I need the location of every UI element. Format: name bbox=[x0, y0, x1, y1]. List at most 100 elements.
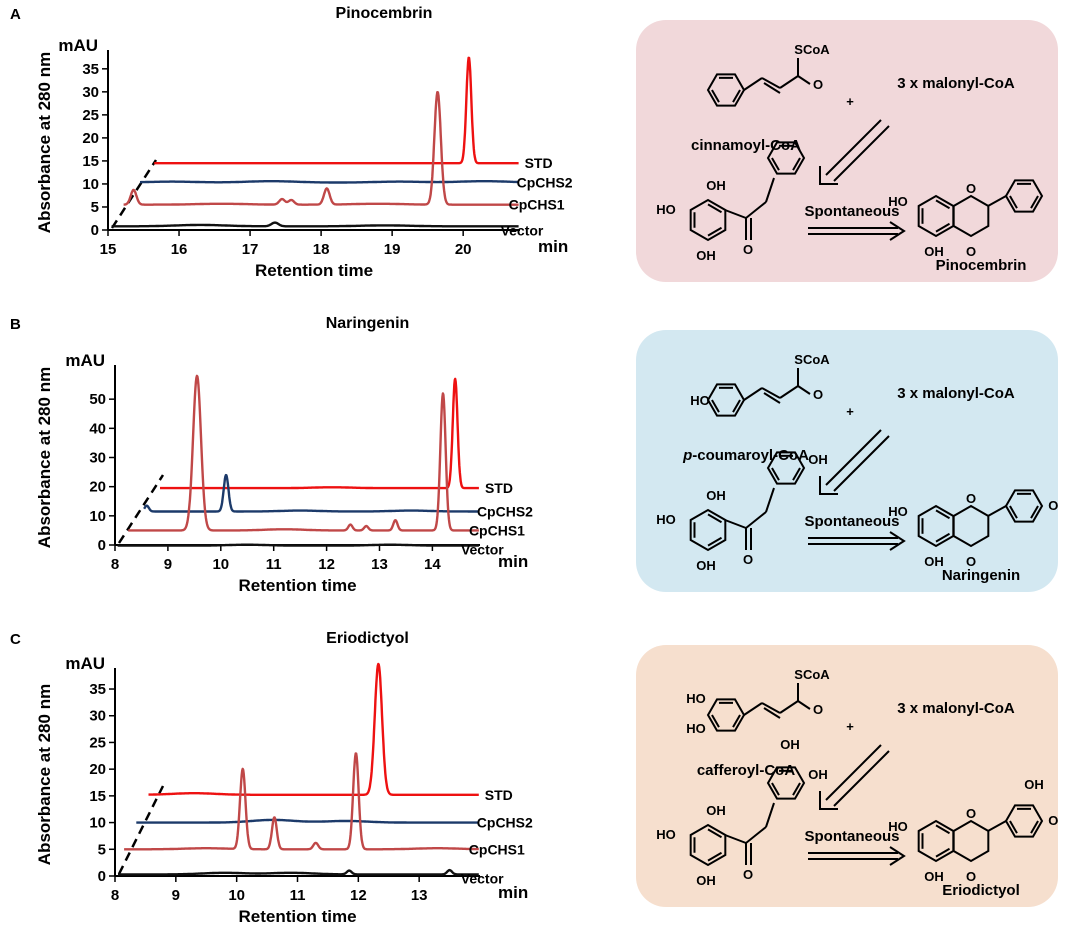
plus-sign: + bbox=[846, 719, 854, 734]
hydroxyl-label: HO bbox=[888, 819, 908, 834]
y-tick-label: 15 bbox=[89, 788, 106, 805]
malonyl-coa-label: 3 x malonyl-CoA bbox=[897, 75, 1015, 92]
bond bbox=[987, 505, 1007, 517]
y-tick-label: 10 bbox=[82, 176, 99, 193]
series-label: Vector bbox=[501, 222, 544, 238]
series-line-std bbox=[159, 377, 480, 490]
series-line-cpchs2 bbox=[139, 180, 520, 184]
ring-double-bond bbox=[935, 532, 951, 543]
series-line-cpchs1 bbox=[123, 752, 480, 851]
arrow-shaft bbox=[825, 119, 882, 176]
y-tick-label: 30 bbox=[89, 708, 106, 725]
ring-double-bond bbox=[707, 536, 723, 547]
series-line-std bbox=[153, 56, 520, 165]
carbonyl-oxygen: O bbox=[813, 387, 823, 402]
x-tick-label: 8 bbox=[111, 556, 119, 573]
ring-double-bond bbox=[792, 467, 801, 481]
ring-double-bond bbox=[792, 782, 801, 796]
bond bbox=[987, 195, 1007, 207]
plus-sign: + bbox=[846, 94, 854, 109]
y-tick-label: 20 bbox=[82, 130, 99, 147]
ring-double-bond bbox=[711, 399, 720, 413]
hydroxyl-label: HO bbox=[656, 202, 676, 217]
bond bbox=[797, 75, 811, 85]
hydroxyl-label: OH bbox=[808, 452, 828, 467]
hydroxyl-label: OH bbox=[706, 488, 726, 503]
arrow-shaft bbox=[833, 750, 890, 807]
bond bbox=[743, 77, 763, 91]
arrow-shaft bbox=[825, 744, 882, 801]
y-tick-label: 15 bbox=[82, 153, 99, 170]
benzene-ring bbox=[689, 508, 727, 552]
benzene-ring bbox=[689, 198, 727, 242]
y-unit-label: mAU bbox=[65, 654, 105, 673]
bond bbox=[743, 387, 763, 401]
ring-double-bond bbox=[711, 89, 720, 103]
plus-sign: + bbox=[846, 404, 854, 419]
ring-double-bond bbox=[707, 226, 723, 237]
offset-depth-axis bbox=[117, 785, 165, 875]
x-tick-label: 11 bbox=[266, 556, 282, 573]
arrow-head bbox=[889, 221, 906, 241]
series-label: STD bbox=[525, 155, 553, 171]
bond bbox=[765, 802, 775, 828]
y-tick-label: 5 bbox=[91, 199, 99, 216]
y-tick-label: 20 bbox=[89, 761, 106, 778]
bond bbox=[763, 82, 781, 94]
thioester-label: SCoA bbox=[794, 352, 830, 367]
x-tick-label: 9 bbox=[172, 887, 180, 904]
hydroxyl-label: OH bbox=[924, 244, 944, 259]
benzene-ring bbox=[1004, 179, 1044, 213]
hydroxyl-label: HO bbox=[686, 691, 706, 706]
substrate-name: cafferoyl-CoA bbox=[697, 762, 796, 779]
bond bbox=[724, 519, 747, 529]
chart-title: Pinocembrin bbox=[336, 5, 433, 22]
series-line-vector bbox=[117, 868, 480, 876]
y-tick-label: 10 bbox=[89, 815, 106, 832]
ring-double-bond bbox=[1009, 820, 1018, 834]
bond bbox=[797, 385, 811, 395]
hydroxyl-label: OH bbox=[696, 248, 716, 263]
series-label: CpCHS1 bbox=[509, 197, 565, 213]
x-tick-label: 12 bbox=[350, 887, 367, 904]
ring-double-bond bbox=[732, 89, 741, 103]
hydroxyl-label: HO bbox=[888, 194, 908, 209]
y-tick-label: 20 bbox=[89, 479, 106, 496]
ring-double-bond bbox=[1030, 820, 1039, 834]
ring-double-bond bbox=[935, 847, 951, 858]
hydroxyl-label: OH bbox=[780, 737, 800, 752]
benzene-ring bbox=[1004, 489, 1044, 523]
benzene-ring bbox=[1004, 804, 1044, 838]
x-tick-label: 15 bbox=[100, 241, 117, 258]
malonyl-coa-label: 3 x malonyl-CoA bbox=[897, 385, 1015, 402]
bond bbox=[761, 387, 781, 399]
hydroxyl-label: OH bbox=[696, 558, 716, 573]
y-tick-label: 30 bbox=[82, 84, 99, 101]
substrate-rest: -coumaroyl-CoA bbox=[692, 447, 809, 464]
bond bbox=[779, 700, 799, 714]
x-axis-title: Retention time bbox=[238, 907, 356, 925]
bond bbox=[763, 707, 781, 719]
series-label: CpCHS2 bbox=[477, 503, 533, 519]
x-tick-label: 9 bbox=[164, 556, 172, 573]
hydroxyl-label: OH bbox=[808, 767, 828, 782]
ring-double-bond bbox=[935, 509, 951, 520]
ring-double-bond bbox=[792, 157, 801, 171]
series-line-cpchs2 bbox=[143, 473, 480, 513]
ring-double-bond bbox=[935, 199, 951, 210]
y-axis-title: Absorbance at 280 nm bbox=[35, 52, 54, 233]
chart-title: Naringenin bbox=[326, 315, 410, 332]
x-tick-label: 18 bbox=[313, 241, 330, 258]
ring-double-bond bbox=[707, 203, 723, 214]
x-tick-label: 10 bbox=[212, 556, 229, 573]
x-tick-label: 10 bbox=[228, 887, 245, 904]
benzene-ring bbox=[766, 141, 806, 175]
product-name: Eriodictyol bbox=[942, 882, 1020, 899]
x-unit-label: min bbox=[538, 237, 568, 256]
ring-double-bond bbox=[1009, 505, 1018, 519]
